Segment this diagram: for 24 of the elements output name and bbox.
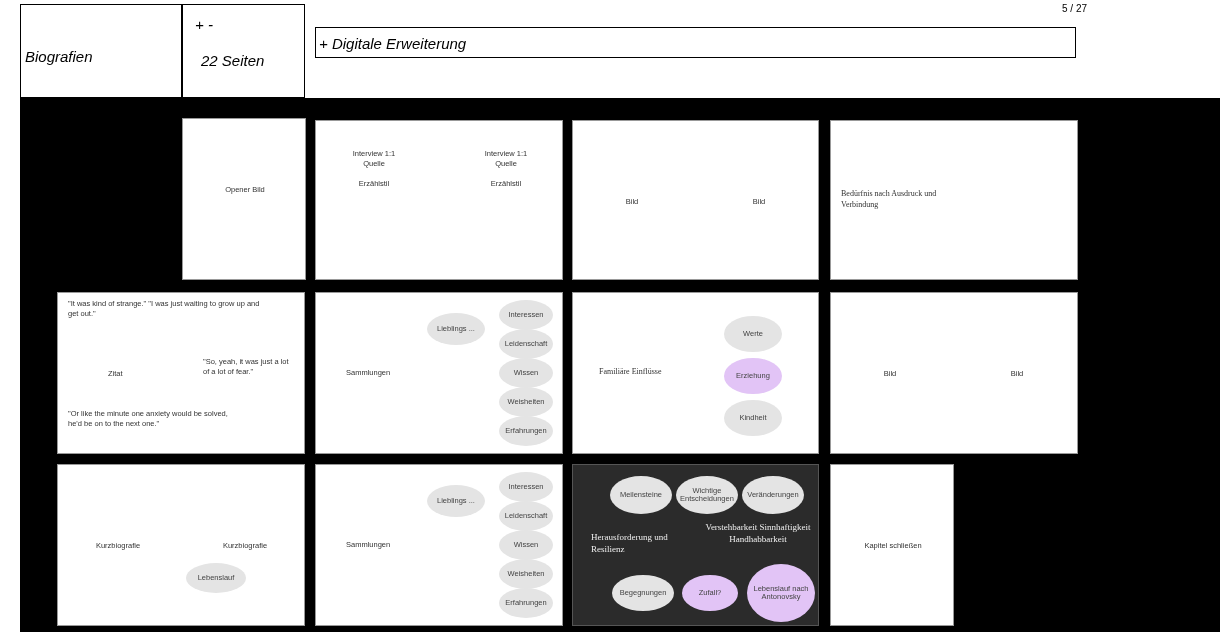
page-count-text: 22 Seiten [201,51,266,71]
slide-text: Familiäre Einflüsse [599,367,663,378]
slide-thumbnail [572,120,819,280]
slide-text: Herausforderung und Resilienz [591,531,669,556]
page-count-cell [182,4,305,98]
section-title: Biografien [25,47,94,67]
slide-thumbnail [572,292,819,454]
slide-thumbnail [182,118,306,280]
slide-text: Verstehbarkeit Sinnhaftigkeit Handhabbarkeit [704,521,812,546]
page-number: 5 / 27 [1062,3,1088,14]
slide-thumbnail [57,292,305,454]
slide-thumbnail [830,464,954,626]
title-cell [20,4,182,98]
slide-thumbnail [572,464,819,626]
slide-thumbnail [315,120,563,280]
page-count-text: + - [195,15,214,35]
slide-thumbnail [830,120,1078,280]
slide-thumbnail [315,292,563,454]
slide-text: Bedürfnis nach Ausdruck und Verbindung [841,189,938,211]
slide-thumbnail [315,464,563,626]
slide-thumbnail [57,464,305,626]
slide-thumbnail [830,292,1078,454]
extension-field [315,27,1076,58]
extension-text: + Digitale Erweiterung [319,34,468,54]
